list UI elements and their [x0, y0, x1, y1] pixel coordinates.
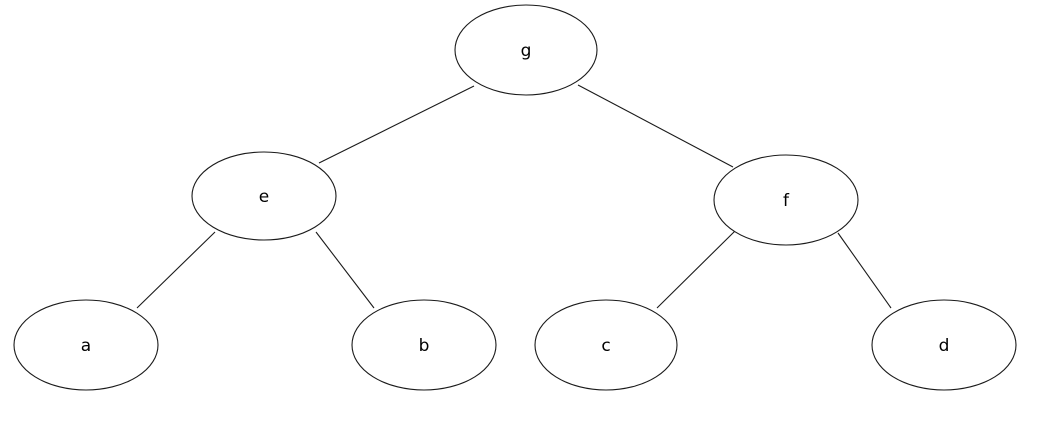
node-g-ellipse[interactable]: [454, 4, 598, 96]
edge-f-c: [656, 230, 736, 309]
node-f-ellipse[interactable]: [713, 154, 859, 246]
node-b-ellipse[interactable]: [351, 299, 497, 391]
edge-e-a: [136, 231, 216, 309]
node-d-ellipse[interactable]: [871, 299, 1017, 391]
node-c-ellipse[interactable]: [534, 299, 678, 391]
node-f[interactable]: f: [713, 154, 859, 246]
node-layer: g e f a b c d: [13, 4, 1017, 391]
node-e[interactable]: e: [191, 151, 337, 241]
node-e-ellipse[interactable]: [191, 151, 337, 241]
node-d[interactable]: d: [871, 299, 1017, 391]
node-b[interactable]: b: [351, 299, 497, 391]
edge-g-e: [318, 85, 475, 164]
edge-f-d: [837, 232, 892, 309]
edge-g-f: [577, 84, 734, 168]
edge-layer: [136, 84, 892, 309]
node-a-ellipse[interactable]: [13, 299, 159, 391]
node-c[interactable]: c: [534, 299, 678, 391]
node-a[interactable]: a: [13, 299, 159, 391]
edge-e-b: [315, 231, 375, 309]
node-g[interactable]: g: [454, 4, 598, 96]
